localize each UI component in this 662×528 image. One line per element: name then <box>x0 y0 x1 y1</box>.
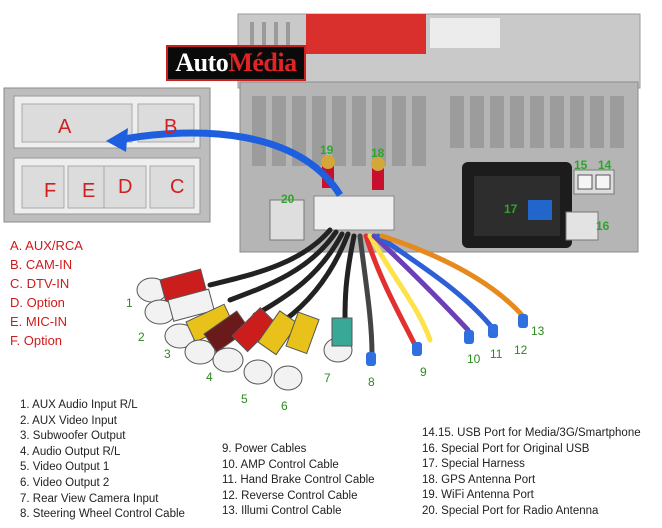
list-item: 6. Video Output 2 <box>20 476 110 489</box>
connector-label-e: E <box>82 180 96 202</box>
cable-number-1: 1 <box>126 296 133 310</box>
list-item: 7. Rear View Camera Input <box>20 492 159 505</box>
cable-number-8: 8 <box>368 375 375 389</box>
cable-number-5: 5 <box>241 392 248 406</box>
connector-label-f: F <box>44 180 57 202</box>
connector-label-a: A <box>58 116 72 138</box>
list-item: 11. Hand Brake Control Cable <box>222 474 375 487</box>
automedia-logo: AutoMédia <box>166 45 306 81</box>
port-number-18: 18 <box>371 146 385 160</box>
port-number-16: 16 <box>596 219 610 233</box>
list-item: 17. Special Harness <box>422 458 525 471</box>
list-item: 9. Power Cables <box>222 443 307 455</box>
port-number-20: 20 <box>281 192 295 206</box>
connector-label-b: B <box>164 116 178 138</box>
list-item: 14.15. USB Port for Media/3G/Smartphone <box>422 427 641 439</box>
cable-number-13: 13 <box>531 324 545 338</box>
port-list-14-20: 14.15. USB Port for Media/3G/Smartphone … <box>422 426 641 520</box>
port-number-15: 15 <box>574 158 588 172</box>
legend-item-c: C. DTV-IN <box>10 276 70 291</box>
port-number-17: 17 <box>504 202 518 216</box>
list-item: 16. Special Port for Original USB <box>422 442 590 455</box>
legend-item-f: F. Option <box>10 333 63 348</box>
list-item: 18. GPS Antenna Port <box>422 473 536 486</box>
legend-item-e: E. MIC-IN <box>10 314 68 329</box>
legend-item-a: A. AUX/RCA <box>10 238 83 253</box>
cable-number-6: 6 <box>281 399 288 413</box>
cable-number-10: 10 <box>467 352 481 366</box>
connector-legend: A. AUX/RCA B. CAM-IN C. DTV-IN D. Option… <box>10 236 83 350</box>
cable-number-9: 9 <box>420 365 427 379</box>
list-item: 5. Video Output 1 <box>20 461 110 474</box>
list-item: 1. AUX Audio Input R/L <box>20 399 138 411</box>
cable-list-9-13: 9. Power Cables 10. AMP Control Cable 11… <box>222 442 375 520</box>
cable-number-12: 12 <box>514 343 528 357</box>
list-item: 2. AUX Video Input <box>20 414 117 427</box>
cable-number-4: 4 <box>206 370 213 384</box>
connector-label-d: D <box>118 176 133 198</box>
legend-item-d: D. Option <box>10 295 65 310</box>
port-number-14: 14 <box>598 158 612 172</box>
cable-number-2: 2 <box>138 330 145 344</box>
list-item: 4. Audio Output R/L <box>20 445 121 458</box>
cable-number-7: 7 <box>324 371 331 385</box>
list-item: 12. Reverse Control Cable <box>222 489 358 502</box>
legend-item-b: B. CAM-IN <box>10 257 73 272</box>
cable-number-11: 11 <box>490 347 503 361</box>
cable-number-3: 3 <box>164 347 171 361</box>
list-item: 19. WiFi Antenna Port <box>422 489 534 502</box>
list-item: 3. Subwoofer Output <box>20 430 126 443</box>
connector-label-c: C <box>170 176 185 198</box>
list-item: 10. AMP Control Cable <box>222 458 339 471</box>
port-number-19: 19 <box>320 143 334 157</box>
list-item: 13. Illumi Control Cable <box>222 505 342 518</box>
cable-list-1-8: 1. AUX Audio Input R/L 2. AUX Video Inpu… <box>20 398 185 523</box>
list-item: 8. Steering Wheel Control Cable <box>20 508 185 521</box>
list-item: 20. Special Port for Radio Antenna <box>422 504 599 517</box>
